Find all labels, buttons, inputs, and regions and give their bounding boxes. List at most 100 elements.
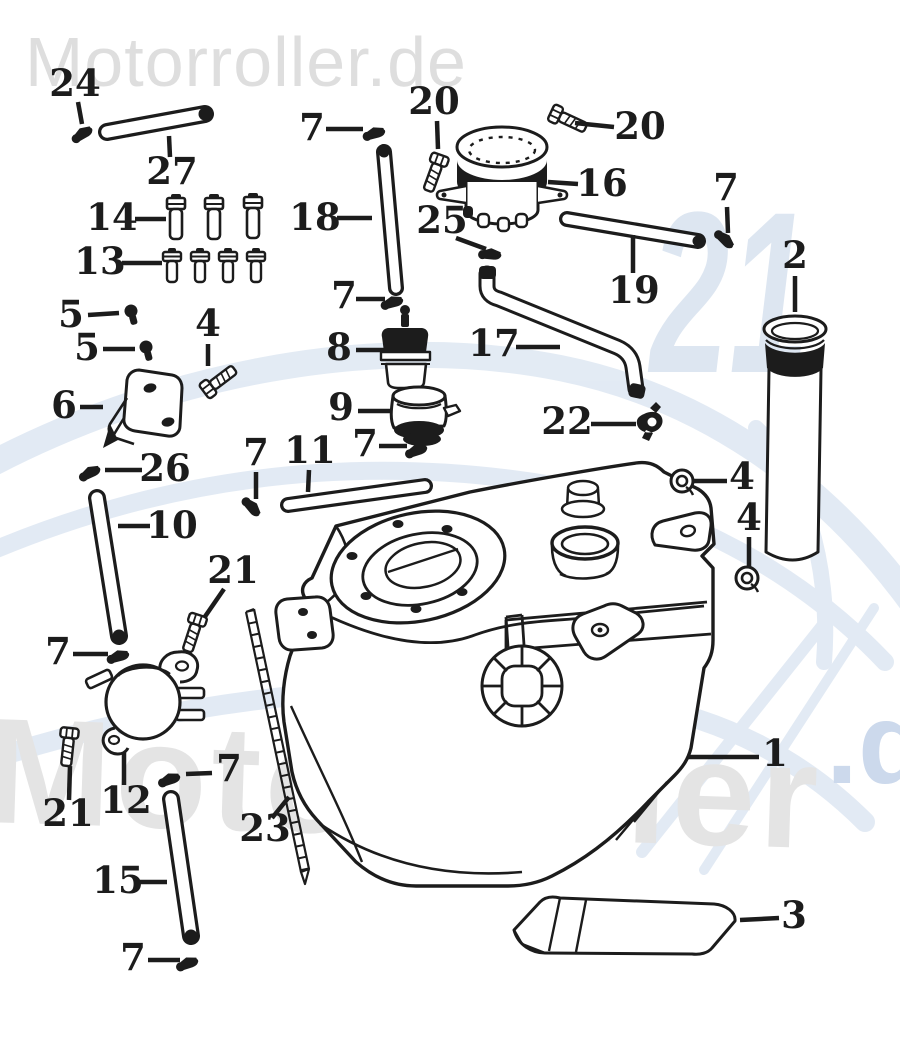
callout-26: 26	[105, 446, 191, 490]
bent-hose-drawing	[478, 265, 646, 399]
callout-number: 16	[576, 161, 628, 205]
callout-leader	[166, 135, 173, 158]
callout-number: 21	[207, 548, 259, 592]
watermark-top-text: Motorroller.de	[25, 23, 467, 101]
callout-number: 7	[352, 421, 378, 465]
callout-7: 7	[352, 421, 407, 465]
fuel-cap-drawing	[435, 125, 569, 233]
callout-leader	[547, 179, 579, 187]
callout-11: 11	[284, 428, 336, 493]
tube-part-15	[162, 790, 200, 945]
callout-number: 20	[614, 104, 666, 148]
screw	[422, 151, 450, 193]
screw	[198, 365, 238, 400]
callout-3: 3	[739, 893, 807, 937]
callout-21: 21	[42, 765, 94, 835]
callout-number: 2	[782, 233, 808, 277]
callout-20: 20	[408, 79, 460, 150]
callout-number: 26	[139, 446, 191, 490]
callout-12: 12	[100, 752, 152, 822]
bolt-short	[245, 248, 267, 284]
bolt-short	[161, 248, 183, 284]
callout-number: 10	[146, 503, 198, 547]
callout-number: 9	[328, 385, 354, 429]
fuel-valve-drawing	[84, 650, 206, 756]
callout-leader	[75, 101, 85, 125]
callout-number: 1	[762, 731, 788, 775]
callout-10: 10	[118, 503, 198, 547]
callout-number: 5	[58, 292, 84, 336]
tank-left-tab	[274, 595, 335, 652]
callout-leader	[87, 310, 120, 318]
tube-part-10	[88, 489, 128, 645]
callout-16: 16	[547, 161, 628, 205]
callout-leader	[185, 770, 213, 777]
hose-clip	[158, 773, 181, 788]
callout-leader	[739, 915, 780, 923]
swoosh-diagonal-1	[636, 610, 836, 858]
callout-number: 4	[736, 495, 762, 539]
callout-number: 14	[86, 195, 138, 239]
callout-number: 7	[45, 629, 71, 673]
hose-clip	[71, 126, 93, 144]
callout-4: 4	[694, 454, 755, 498]
callout-9: 9	[328, 385, 391, 429]
bolt-long	[165, 194, 187, 241]
callout-4: 4	[195, 301, 221, 366]
callout-20: 20	[574, 104, 666, 148]
fuel-filter-drawing	[379, 305, 432, 404]
callout-7: 7	[120, 935, 180, 979]
callout-leader	[202, 587, 226, 620]
callout-5: 5	[58, 292, 120, 336]
callout-number: 22	[541, 399, 593, 443]
callout-number: 20	[408, 79, 460, 123]
callout-19: 19	[608, 235, 660, 312]
callout-7: 7	[185, 746, 242, 790]
hose-clip	[714, 230, 734, 249]
callout-number: 4	[195, 301, 221, 345]
hose-clip	[478, 248, 502, 260]
clamp-drawing	[636, 402, 663, 441]
callout-13: 13	[74, 239, 162, 283]
hose-clip	[79, 465, 101, 482]
screw	[59, 726, 80, 768]
rubber-pad-drawing	[512, 895, 737, 956]
hose-clip	[380, 296, 404, 310]
callout-15: 15	[92, 858, 167, 902]
callout-4: 4	[736, 495, 762, 568]
callout-number: 5	[74, 325, 100, 369]
callout-number: 7	[120, 935, 146, 979]
watermark-bottom-suffix: .de	[826, 680, 900, 808]
callout-number: 7	[243, 430, 269, 474]
callout-number: 27	[146, 149, 198, 193]
bolt-short	[189, 248, 211, 284]
callout-number: 19	[608, 268, 660, 312]
flange-nut	[669, 468, 695, 496]
callout-7: 7	[243, 430, 269, 499]
rubber-grommet	[139, 340, 153, 361]
callout-number: 8	[326, 325, 352, 369]
screw	[546, 103, 588, 133]
callout-leader	[724, 206, 731, 234]
fuel-tank-drawing	[274, 460, 716, 888]
callout-number: 7	[299, 105, 325, 149]
trim-strip-drawing	[244, 607, 311, 886]
callout-23: 23	[239, 795, 291, 850]
tube-part-18	[376, 144, 404, 296]
callout-number: 12	[100, 778, 152, 822]
callout-number: 25	[416, 198, 468, 242]
rubber-grommet	[124, 304, 138, 325]
tube-part-19	[559, 211, 706, 249]
callout-17: 17	[468, 321, 560, 365]
filler-tube-drawing	[762, 314, 828, 562]
callout-22: 22	[541, 399, 636, 443]
callout-number: 24	[49, 61, 101, 105]
callout-24: 24	[49, 61, 101, 125]
callout-6: 6	[51, 383, 103, 427]
swoosh-arc-mid	[0, 461, 894, 671]
callout-leader	[305, 469, 312, 493]
tube-part-27	[98, 105, 214, 141]
callout-leader	[434, 120, 441, 150]
callout-number: 17	[468, 321, 520, 365]
